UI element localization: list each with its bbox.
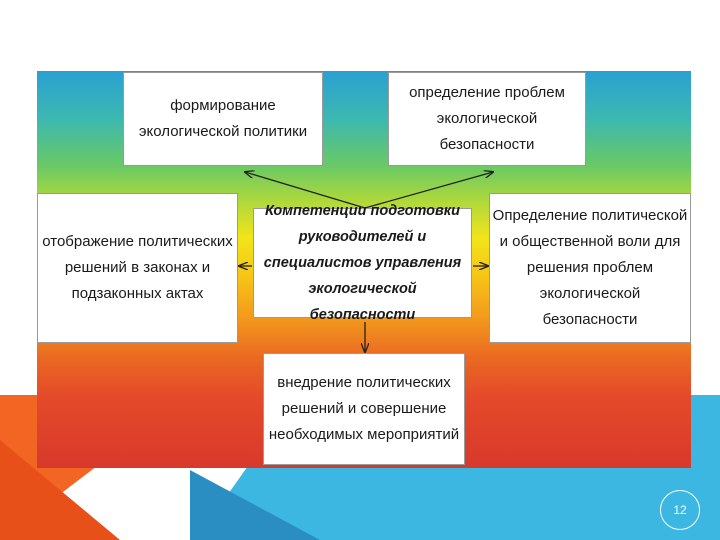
- box-top-right: определение проблем экологической безопа…: [388, 72, 586, 166]
- box-top-left: формирование экологической политики: [123, 72, 323, 166]
- box-mid-right: Определение политической и общественной …: [489, 193, 691, 343]
- box-center: Компетенции подготовки руководителей и с…: [253, 203, 472, 323]
- box-mid-left: отображение политических решений в закон…: [37, 193, 238, 343]
- slide-number: 12: [660, 490, 700, 530]
- box-bottom: внедрение политических решений и соверше…: [263, 353, 465, 465]
